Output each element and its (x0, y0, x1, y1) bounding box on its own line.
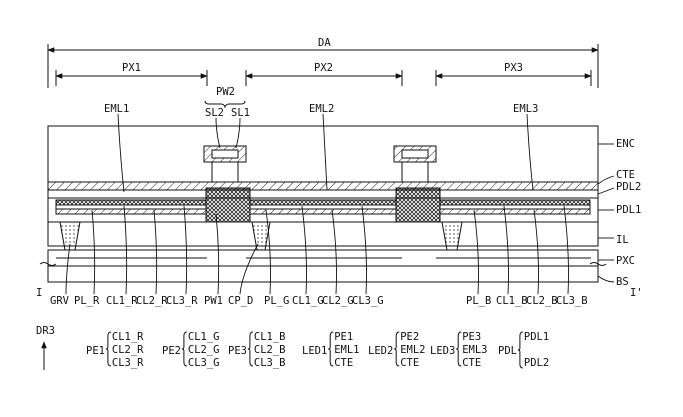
legend-key-pdl: PDL (498, 345, 517, 357)
section-mark-left: I (36, 287, 42, 299)
bottom-label-cl2-b: CL2_B (526, 295, 558, 307)
legend-key-pe2: PE2 (162, 345, 181, 357)
label-enc: ENC (616, 138, 635, 150)
legend-brace (394, 331, 400, 367)
legend-item: CTE (334, 357, 353, 369)
legend-brace (328, 331, 334, 367)
label-pdl1: PDL1 (616, 204, 641, 216)
label-pw2: PW2 (216, 86, 235, 98)
legend-item: CL1_B (254, 331, 286, 343)
legend-item: PE1 (334, 331, 353, 343)
label-eml3: EML3 (513, 103, 538, 115)
pixel-electrode-red (55, 199, 207, 215)
legend-key-led3: LED3 (430, 345, 455, 357)
insulating-layer (47, 221, 599, 247)
label-eml2: EML2 (309, 103, 334, 115)
label-px2: PX2 (314, 62, 333, 74)
legend-item: CL2_B (254, 344, 286, 356)
legend-item: EML2 (400, 344, 425, 356)
bottom-label-cl1-b: CL1_B (496, 295, 528, 307)
label-il: IL (616, 234, 629, 246)
direction-label: DR3 (36, 325, 55, 337)
legend-key-led2: LED2 (368, 345, 393, 357)
label-da: DA (318, 37, 331, 49)
pixel-electrode-blue (439, 199, 591, 215)
legend-item: PE2 (400, 331, 419, 343)
legend-brace (105, 331, 111, 367)
pdl2-layer (47, 189, 599, 199)
partition-wall-1 (205, 187, 251, 223)
label-sl2: SL2 (205, 107, 224, 119)
label-px3: PX3 (504, 62, 523, 74)
bottom-label-pl-b: PL_B (466, 295, 491, 307)
legend-brace (181, 331, 187, 367)
label-pxc: PXC (616, 255, 635, 267)
legend-item: CL2_R (112, 344, 144, 356)
legend-item: CL3_R (112, 357, 144, 369)
bottom-label-cl2-r: CL2_R (136, 295, 168, 307)
label-eml1: EML1 (104, 103, 129, 115)
partition-wall-2 (395, 187, 441, 223)
legend-item: EML1 (334, 344, 359, 356)
bottom-label-pw1: PW1 (204, 295, 223, 307)
base-substrate (47, 265, 599, 283)
legend-item: CTE (400, 357, 419, 369)
bottom-label-cl2-g: CL2_G (322, 295, 354, 307)
legend-item: CL1_R (112, 331, 144, 343)
bottom-label-cl1-g: CL1_G (292, 295, 324, 307)
spacer-right (393, 145, 437, 183)
legend-key-pe3: PE3 (228, 345, 247, 357)
pw2-brace (204, 100, 246, 109)
bottom-label-pl-r: PL_R (74, 295, 100, 307)
legend-item: CL1_G (188, 331, 220, 343)
legend: PE1CL1_RCL2_RCL3_RPE2CL1_GCL2_GCL3_GPE3C… (86, 331, 549, 369)
dimension-lines (47, 44, 599, 88)
legend-item: CTE (462, 357, 481, 369)
bottom-leader-lines (65, 205, 569, 295)
pixel-electrode-green (249, 199, 397, 215)
bottom-label-pl-g: PL_G (264, 295, 289, 307)
bottom-label-cl3-r: CL3_R (166, 295, 198, 307)
legend-item: PDL1 (524, 331, 549, 343)
legend-brace (517, 331, 523, 369)
legend-key-led1: LED1 (302, 345, 327, 357)
legend-item: EML3 (462, 344, 487, 356)
bottom-label-grv: GRV (50, 295, 70, 307)
label-cte: CTE (616, 169, 635, 181)
bottom-label-cp-d: CP_D (228, 295, 253, 307)
bottom-label-cl1-r: CL1_R (106, 295, 138, 307)
encapsulation-layer (47, 125, 599, 183)
spacer-left (203, 145, 247, 183)
section-mark-right: I' (630, 287, 643, 299)
legend-item: PDL2 (524, 357, 549, 369)
legend-item: PE3 (462, 331, 481, 343)
legend-item: CL3_B (254, 357, 286, 369)
bottom-label-cl3-b: CL3_B (556, 295, 588, 307)
right-leader-lines (597, 143, 615, 283)
legend-item: CL3_G (188, 357, 220, 369)
common-electrode-cte (47, 181, 599, 191)
legend-brace (247, 331, 253, 367)
label-pdl2: PDL2 (616, 181, 641, 193)
legend-brace (456, 331, 462, 367)
bottom-label-cl3-g: CL3_G (352, 295, 384, 307)
legend-key-pe1: PE1 (86, 345, 105, 357)
legend-item: CL2_G (188, 344, 220, 356)
top-leader-lines (117, 113, 534, 193)
label-px1: PX1 (122, 62, 141, 74)
label-bs: BS (616, 276, 629, 288)
label-sl1: SL1 (231, 107, 250, 119)
